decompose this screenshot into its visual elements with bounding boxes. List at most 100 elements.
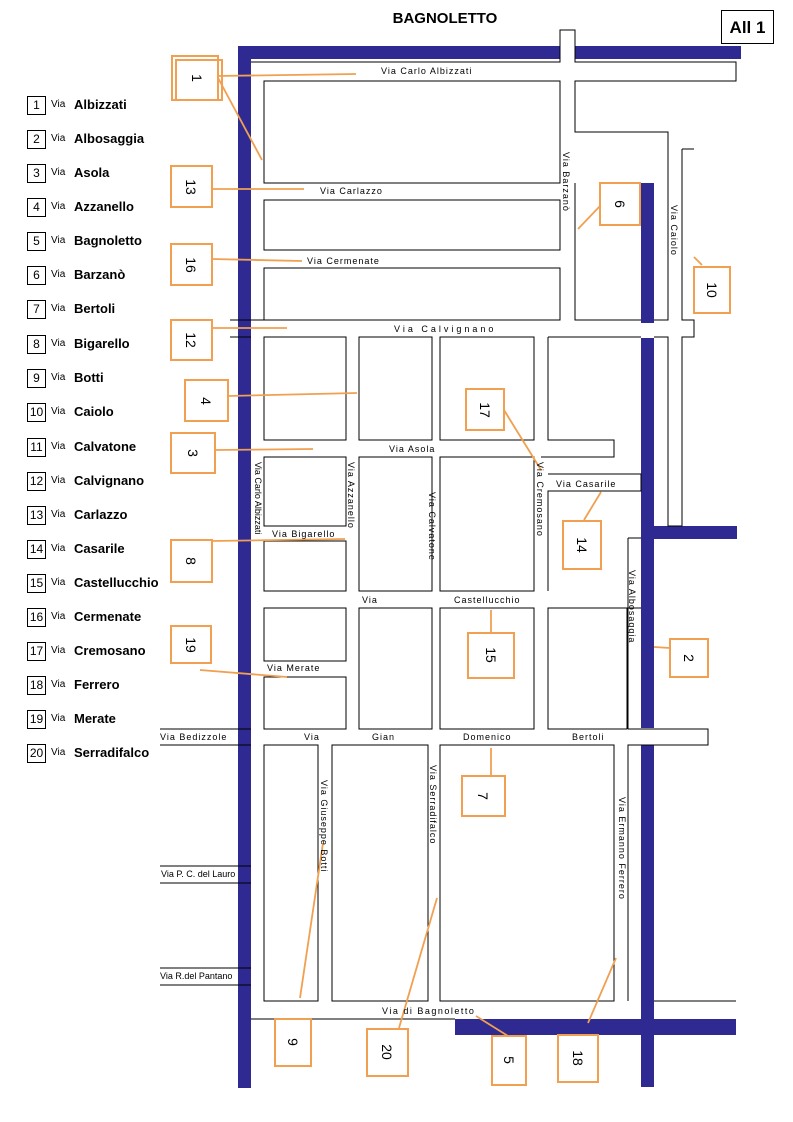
legend-via: Via [51, 509, 66, 520]
boundary [238, 46, 741, 1088]
legend-via: Via [51, 441, 66, 452]
street-label: Via P. C. del Lauro [161, 869, 235, 879]
street-label: Via Barzanò [561, 152, 571, 212]
callout-number: 13 [183, 179, 199, 195]
callout-number: 5 [501, 1056, 517, 1064]
legend-name: Casarile [74, 541, 125, 556]
callout-number: 20 [379, 1044, 395, 1060]
legend-via: Via [51, 679, 66, 690]
legend-name: Calvatone [74, 439, 137, 454]
legend-name: Serradifalco [74, 745, 150, 760]
callout-number: 6 [612, 200, 628, 208]
legend-name: Ferrero [74, 677, 120, 692]
legend-name: Albizzati [74, 97, 127, 112]
street-label: Via Carlazzo [320, 186, 383, 196]
legend-name: Castellucchio [74, 575, 159, 590]
callout-number: 9 [285, 1038, 301, 1046]
legend-name: Merate [74, 711, 116, 726]
legend-number: 18 [27, 676, 46, 695]
callout-lines [199, 73, 703, 1037]
legend-number: 3 [27, 164, 46, 183]
legend-via: Via [51, 577, 66, 588]
street-label: Via Giuseppe Botti [319, 780, 329, 872]
street-labels-horizontal: Via Carlo Albizzati Via Carlazzo Via Cer… [160, 66, 616, 1016]
legend-number: 9 [27, 369, 46, 388]
street-label: Via Carlo Albizzati [253, 462, 263, 534]
callout-number: 15 [483, 647, 499, 663]
street-label: Gian [372, 732, 395, 742]
callout-number: 1 [189, 74, 205, 82]
legend-name: Albosaggia [74, 131, 145, 146]
callout-number: 12 [183, 332, 199, 348]
street-label: Via Carlo Albizzati [381, 66, 472, 76]
street-label: Via Caiolo [669, 205, 679, 256]
legend-name: Azzanello [74, 199, 134, 214]
callout-number: 16 [183, 257, 199, 273]
legend-name: Asola [74, 165, 110, 180]
callout-number: 3 [185, 449, 201, 457]
legend-via: Via [51, 269, 66, 280]
legend-name: Bigarello [74, 336, 130, 351]
legend-number: 7 [27, 300, 46, 319]
legend-name: Botti [74, 370, 104, 385]
callout-number: 7 [475, 792, 491, 800]
legend-number: 1 [27, 96, 46, 115]
callout-number: 2 [681, 654, 697, 662]
legend-number: 13 [27, 506, 46, 525]
street-label: Via Bedizzole [160, 732, 227, 742]
street-label: Via Serradifalco [428, 765, 438, 844]
callout-numbers: 1 13 16 12 4 3 17 8 14 6 10 2 15 19 7 9 … [183, 74, 720, 1066]
legend-number: 8 [27, 335, 46, 354]
legend-via: Via [51, 645, 66, 656]
legend-name: Calvignano [74, 473, 145, 488]
legend-name: Bagnoletto [74, 233, 142, 248]
legend-name: Cremosano [74, 643, 146, 658]
callout-number: 10 [704, 282, 720, 298]
street-label: Via [304, 732, 320, 742]
map-title: BAGNOLETTO [392, 10, 498, 27]
legend-number: 6 [27, 266, 46, 285]
legend-via: Via [51, 167, 66, 178]
legend-number: 5 [27, 232, 46, 251]
legend-via: Via [51, 303, 66, 314]
callout-number: 8 [183, 557, 199, 565]
callout-number: 18 [570, 1050, 586, 1066]
street-label: Bertoli [572, 732, 605, 742]
street-label: Via Cremosano [535, 462, 545, 537]
attachment-label: All 1 [721, 10, 774, 44]
legend-via: Via [51, 543, 66, 554]
legend-via: Via [51, 611, 66, 622]
callout-boxes [170, 55, 731, 1086]
legend-via: Via [51, 99, 66, 110]
legend-via: Via [51, 372, 66, 383]
street-label: Via di Bagnoletto [382, 1006, 475, 1016]
legend-via: Via [51, 713, 66, 724]
callout-number: 4 [198, 397, 214, 405]
legend-number: 17 [27, 642, 46, 661]
street-label: Via Ermanno Ferrero [617, 797, 627, 900]
legend-via: Via [51, 475, 66, 486]
street-label: Domenico [463, 732, 512, 742]
street-label: Via Casarile [556, 479, 616, 489]
legend-name: Barzanò [74, 267, 126, 282]
legend-number: 4 [27, 198, 46, 217]
legend-via: Via [51, 133, 66, 144]
street-label: Via Azzanello [346, 462, 356, 529]
legend-number: 16 [27, 608, 46, 627]
legend-number: 10 [27, 403, 46, 422]
legend-number: 11 [27, 438, 46, 457]
street-label: Via Cermenate [307, 256, 380, 266]
street-label: Via Calvignano [394, 324, 496, 334]
street-label: Via Bigarello [272, 529, 335, 539]
callout-number: 17 [477, 402, 493, 418]
street-label: Via Albosaggia [627, 570, 637, 643]
street-label: Castellucchio [454, 595, 521, 605]
callout-number: 19 [183, 637, 199, 653]
street-label: Via Merate [267, 663, 320, 673]
legend-name: Carlazzo [74, 507, 128, 522]
city-blocks [263, 80, 628, 1002]
legend-number: 12 [27, 472, 46, 491]
legend-number: 19 [27, 710, 46, 729]
legend-name: Caiolo [74, 404, 114, 419]
